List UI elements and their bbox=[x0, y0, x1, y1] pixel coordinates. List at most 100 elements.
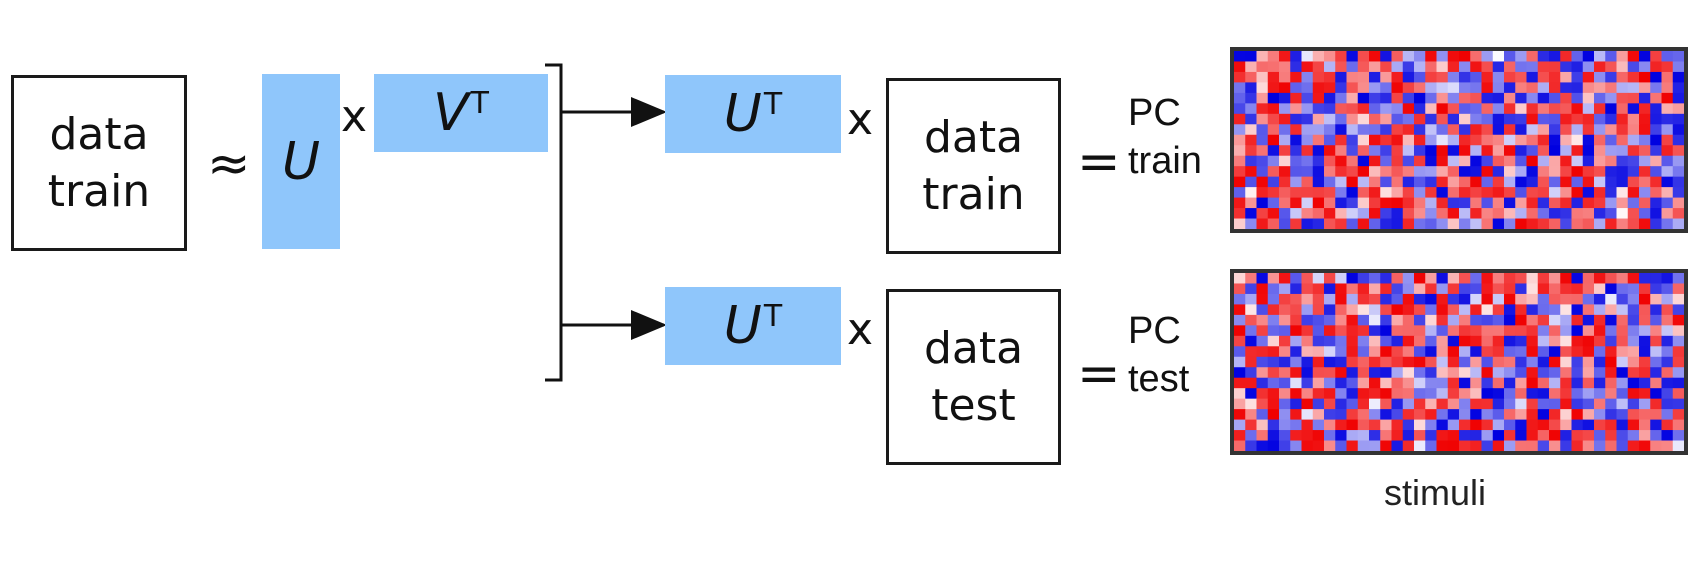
heatmap-cell bbox=[1335, 283, 1348, 295]
heatmap-cell bbox=[1661, 82, 1674, 94]
heatmap-cell bbox=[1571, 409, 1584, 421]
heatmap-cell bbox=[1627, 409, 1640, 421]
heatmap-cell bbox=[1639, 92, 1651, 104]
heatmap-cell bbox=[1549, 145, 1561, 157]
heatmap-cell bbox=[1357, 187, 1370, 199]
heatmap-cell bbox=[1549, 440, 1561, 451]
heatmap-cell bbox=[1537, 103, 1550, 115]
heatmap-cell bbox=[1504, 187, 1516, 199]
heatmap-cell bbox=[1267, 293, 1280, 306]
heatmap-cell bbox=[1515, 176, 1528, 188]
heatmap-cell bbox=[1414, 155, 1426, 167]
heatmap-cell bbox=[1245, 82, 1258, 94]
heatmap-cell bbox=[1391, 155, 1404, 167]
heatmap-cell bbox=[1290, 155, 1303, 167]
heatmap-cell bbox=[1627, 430, 1640, 442]
heatmap-cell bbox=[1369, 155, 1381, 167]
heatmap-cell bbox=[1515, 398, 1528, 410]
heatmap-cell bbox=[1414, 92, 1426, 104]
heatmap-cell bbox=[1639, 134, 1651, 146]
heatmap-cell bbox=[1279, 335, 1291, 347]
heatmap-cell bbox=[1279, 283, 1291, 295]
heatmap-cell bbox=[1537, 419, 1550, 431]
heatmap-cell bbox=[1515, 51, 1528, 63]
heatmap-cell bbox=[1560, 325, 1573, 337]
heatmap-cell bbox=[1234, 145, 1246, 157]
heatmap-cell bbox=[1560, 314, 1573, 326]
heatmap-cell bbox=[1301, 92, 1314, 104]
heatmap-cell bbox=[1234, 166, 1246, 178]
heatmap-cell bbox=[1537, 145, 1550, 157]
heatmap-cell bbox=[1549, 124, 1561, 136]
heatmap-cell bbox=[1515, 208, 1528, 220]
heatmap-cell bbox=[1650, 51, 1663, 63]
heatmap-cell bbox=[1234, 419, 1246, 431]
heatmap-cell bbox=[1346, 145, 1359, 157]
heatmap-cell bbox=[1402, 145, 1415, 157]
heatmap-cell bbox=[1594, 197, 1606, 209]
heatmap-cell bbox=[1290, 103, 1303, 115]
heatmap-cell bbox=[1279, 208, 1291, 220]
heatmap-cell bbox=[1470, 197, 1483, 209]
heatmap-cell bbox=[1414, 419, 1426, 431]
heatmap-cell bbox=[1571, 208, 1584, 220]
heatmap-cell bbox=[1560, 419, 1573, 431]
heatmap-cell bbox=[1627, 51, 1640, 63]
heatmap-cell bbox=[1245, 293, 1258, 306]
heatmap-cell bbox=[1425, 419, 1438, 431]
heatmap-cell bbox=[1526, 346, 1539, 358]
heatmap-cell bbox=[1504, 314, 1516, 326]
heatmap-cell bbox=[1391, 92, 1404, 104]
heatmap-cell bbox=[1571, 155, 1584, 167]
heatmap-cell bbox=[1605, 82, 1618, 94]
heatmap-cell bbox=[1639, 377, 1651, 389]
heatmap-cell bbox=[1324, 440, 1336, 451]
heatmap-cell bbox=[1369, 335, 1381, 347]
heatmap-cell bbox=[1279, 273, 1291, 285]
heatmap-cell bbox=[1661, 187, 1674, 199]
heatmap-cell bbox=[1267, 419, 1280, 431]
heatmap-cell bbox=[1459, 155, 1471, 167]
heatmap-cell bbox=[1402, 398, 1415, 410]
heatmap-cell bbox=[1515, 304, 1528, 316]
heatmap-cell bbox=[1335, 325, 1348, 337]
heatmap-cell bbox=[1357, 208, 1370, 220]
heatmap-cell bbox=[1526, 166, 1539, 178]
heatmap-cell bbox=[1470, 113, 1483, 125]
heatmap-cell bbox=[1369, 273, 1381, 285]
heatmap-cell bbox=[1639, 409, 1651, 421]
heatmap-cell bbox=[1402, 82, 1415, 94]
heatmap-cell bbox=[1481, 335, 1494, 347]
heatmap-cell bbox=[1447, 273, 1460, 285]
heatmap-cell bbox=[1279, 145, 1291, 157]
heatmap-cell bbox=[1571, 113, 1584, 125]
heatmap-cell bbox=[1279, 356, 1291, 368]
heatmap-cell bbox=[1402, 273, 1415, 285]
heatmap-cell bbox=[1594, 304, 1606, 316]
heatmap-cell bbox=[1234, 398, 1246, 410]
times-symbol: x bbox=[341, 91, 368, 142]
heatmap-cell bbox=[1515, 155, 1528, 167]
heatmap-cell bbox=[1447, 419, 1460, 431]
heatmap-cell bbox=[1605, 398, 1618, 410]
heatmap-cell bbox=[1470, 440, 1483, 451]
heatmap-cell bbox=[1357, 145, 1370, 157]
heatmap-cell bbox=[1301, 51, 1314, 63]
heatmap-cell bbox=[1571, 145, 1584, 157]
heatmap-cell bbox=[1639, 187, 1651, 199]
heatmap-cell bbox=[1661, 356, 1674, 368]
heatmap-cell bbox=[1256, 430, 1269, 442]
heatmap-cell bbox=[1504, 335, 1516, 347]
heatmap-cell bbox=[1459, 409, 1471, 421]
heatmap-cell bbox=[1605, 218, 1618, 229]
heatmap-cell bbox=[1290, 61, 1303, 73]
heatmap-cell bbox=[1301, 367, 1314, 379]
heatmap-cell bbox=[1391, 197, 1404, 209]
heatmap-cell bbox=[1560, 82, 1573, 94]
heatmap-cell bbox=[1369, 325, 1381, 337]
heatmap-cell bbox=[1594, 51, 1606, 63]
heatmap-cell bbox=[1447, 92, 1460, 104]
heatmap-cell bbox=[1357, 176, 1370, 188]
heatmap-cell bbox=[1582, 367, 1595, 379]
heatmap-cell bbox=[1425, 61, 1438, 73]
